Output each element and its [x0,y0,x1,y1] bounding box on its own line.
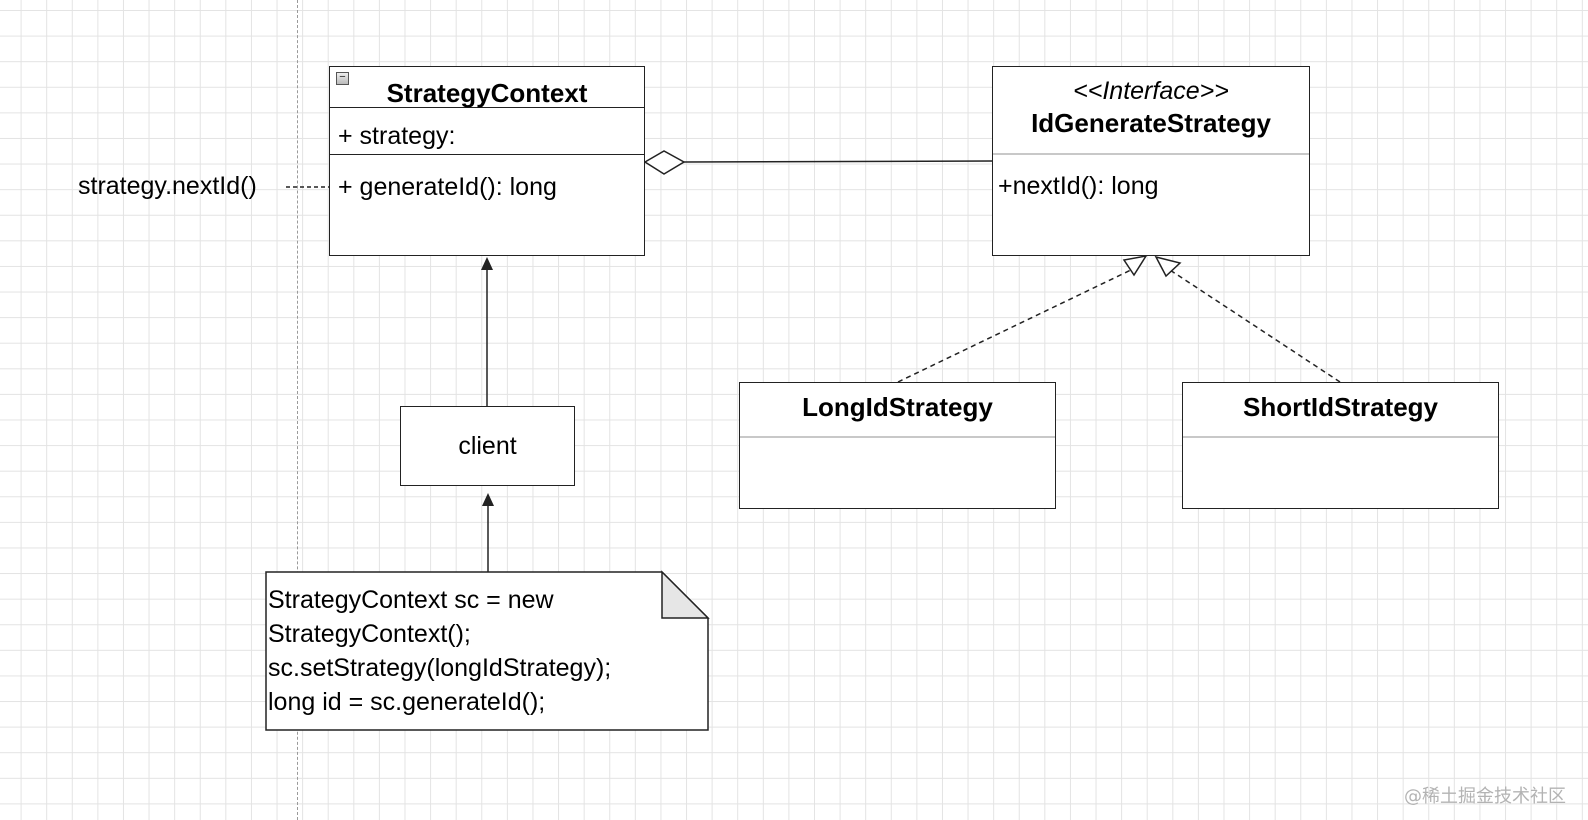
strategy-context-class[interactable]: − StrategyContext + strategy: + generate… [329,66,645,256]
class-divider [330,107,644,108]
note-line: StrategyContext(); [268,620,471,648]
class-divider [330,154,644,155]
client-label: client [458,431,517,460]
annotation-label: strategy.nextId() [78,172,257,200]
long-id-strategy-class[interactable]: LongIdStrategy [739,382,1056,509]
note-fold [661,570,710,619]
long-realization-line [897,267,1136,383]
aggregation-line [683,160,994,163]
short-realization-line [1169,269,1341,383]
client-box[interactable]: client [400,406,575,486]
aggregation-diamond [643,150,686,175]
note-shape [265,571,709,731]
watermark: @稀土掘金技术社区 [1404,786,1566,807]
class-title: ShortIdStrategy [1242,392,1439,422]
short-realization-arrowhead [1154,255,1182,278]
note-text: StrategyContext sc = new StrategyContext… [268,583,611,719]
class-divider [993,153,1309,155]
note-line: StrategyContext sc = new [268,586,554,614]
method-generate-id: + generateId(): long [338,173,557,201]
note-line: sc.setStrategy(longIdStrategy); [268,654,612,682]
id-generate-strategy-interface[interactable]: <<Interface>> IdGenerateStrategy +nextId… [992,66,1310,256]
long-realization-arrowhead [1122,254,1148,277]
class-title: StrategyContext [386,78,588,108]
note-arrowhead [482,493,494,506]
attribute-strategy: + strategy: [338,122,456,150]
short-id-strategy-class[interactable]: ShortIdStrategy [1182,382,1499,509]
stereotype-label: <<Interface>> [1073,77,1229,105]
collapse-icon[interactable]: − [336,72,349,85]
class-title: LongIdStrategy [802,392,993,422]
class-divider [740,436,1055,438]
client-arrowhead [481,257,493,270]
note-line: long id = sc.generateId(); [268,688,546,716]
class-divider [1183,436,1498,438]
method-next-id: +nextId(): long [998,172,1159,200]
class-title: IdGenerateStrategy [1031,108,1271,138]
page-divider [297,0,298,820]
